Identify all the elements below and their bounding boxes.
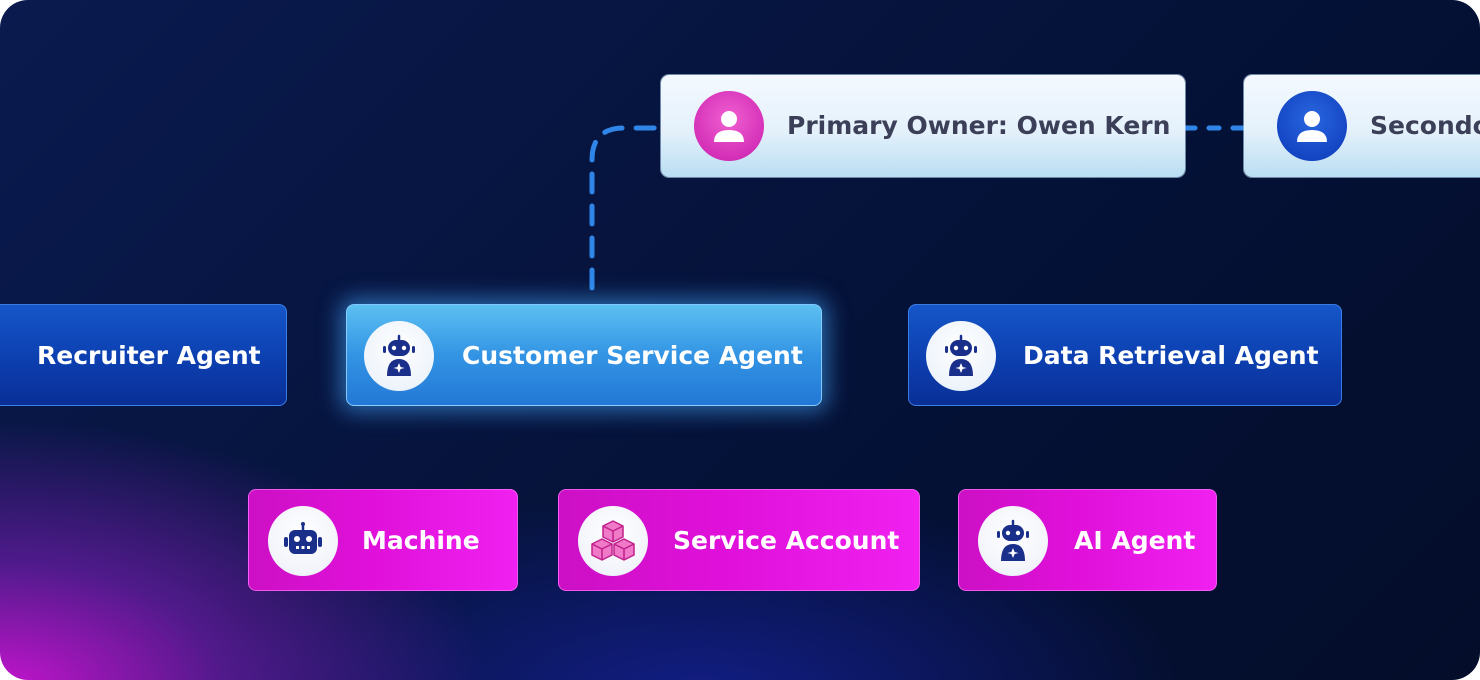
- robot-icon: [926, 321, 996, 391]
- recruiter-agent-node[interactable]: Recruiter Agent: [0, 304, 287, 406]
- machine-type-node[interactable]: Machine: [248, 489, 518, 591]
- user-icon: [694, 91, 764, 161]
- robot-icon: [364, 321, 434, 391]
- machine-robot-icon: [268, 506, 338, 576]
- type-label: AI Agent: [1074, 526, 1196, 555]
- ai-agent-type-node[interactable]: AI Agent: [958, 489, 1217, 591]
- cubes-icon: [578, 506, 648, 576]
- agent-label: Data Retrieval Agent: [1023, 341, 1319, 370]
- service-account-type-node[interactable]: Service Account: [558, 489, 920, 591]
- agent-label: Recruiter Agent: [37, 341, 261, 370]
- secondary-owner-label: Secondo: [1370, 111, 1480, 140]
- secondary-owner-node[interactable]: Secondo: [1244, 75, 1480, 177]
- customer-service-agent-node[interactable]: Customer Service Agent: [346, 304, 822, 406]
- agent-label: Customer Service Agent: [462, 341, 803, 370]
- type-label: Machine: [362, 526, 480, 555]
- type-label: Service Account: [673, 526, 900, 555]
- data-retrieval-agent-node[interactable]: Data Retrieval Agent: [908, 304, 1342, 406]
- user-icon: [1277, 91, 1347, 161]
- primary-owner-node[interactable]: Primary Owner: Owen Kern: [661, 75, 1185, 177]
- robot-icon: [978, 506, 1048, 576]
- primary-owner-label: Primary Owner: Owen Kern: [787, 111, 1171, 140]
